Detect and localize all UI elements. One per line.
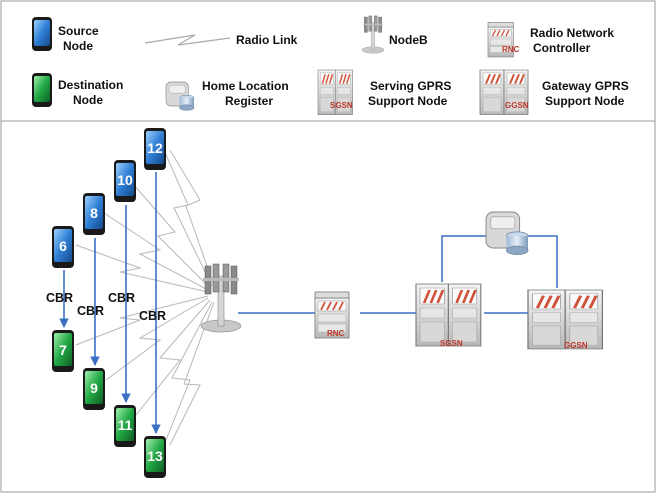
topology-panel: CBR CBR CBR CBR 6 8 10 12 7	[0, 120, 656, 493]
rnc-device-icon[interactable]: RNC	[314, 291, 350, 339]
legend-sgsn-line1: Serving GPRS	[370, 79, 451, 93]
cbr-flows	[59, 172, 161, 434]
sgsn-device-icon[interactable]	[414, 282, 483, 348]
destination-phone-9-number: 9	[90, 380, 98, 396]
legend-ggsn-line2: Support Node	[545, 94, 625, 108]
legend-radio-link-label: Radio Link	[236, 33, 298, 47]
legend-rnc-tag: RNC	[502, 45, 520, 54]
radio-link-13b	[169, 301, 215, 446]
destination-phone-7[interactable]: 7	[52, 330, 74, 372]
source-phone-12[interactable]: 12	[144, 128, 166, 170]
destination-phone-13-number: 13	[147, 448, 163, 464]
link-sgsn-hlr	[441, 235, 486, 282]
source-phone-10-number: 10	[117, 172, 133, 188]
source-phone-8-number: 8	[90, 205, 98, 221]
legend-destination-line1: Destination	[58, 78, 123, 92]
legend-rnc-line2: Controller	[533, 41, 591, 55]
source-phone-10[interactable]: 10	[114, 160, 136, 202]
radio-link-6	[75, 244, 209, 293]
rnc-device-tag: RNC	[327, 329, 345, 338]
radio-links	[75, 149, 215, 446]
legend-sgsn-line2: Support Node	[368, 94, 448, 108]
cbr-label-10-11: CBR	[108, 291, 135, 305]
link-hlr-ggsn	[526, 235, 558, 288]
radio-link-10	[133, 184, 211, 289]
source-phone-6-number: 6	[59, 238, 67, 254]
radio-link-11	[135, 299, 211, 416]
sgsn-device-tag: SGSN	[440, 339, 463, 348]
legend-ggsn-tag: GGSN	[505, 101, 529, 110]
legend-hlr-line1: Home Location	[202, 79, 289, 93]
legend-source-line2: Node	[63, 39, 93, 53]
legend-sgsn-tag: SGSN	[330, 101, 353, 110]
legend-ggsn-label: Gateway GPRS Support Node	[542, 79, 632, 108]
legend-rnc-label: Radio Network Controller	[530, 26, 617, 55]
cbr-label-6-7: CBR	[46, 291, 73, 305]
destination-phone-11[interactable]: 11	[114, 405, 136, 447]
legend-destination-phone-icon	[32, 73, 52, 107]
legend-destination-line2: Node	[73, 93, 103, 107]
radio-link-9	[105, 297, 209, 381]
destination-phone-9[interactable]: 9	[83, 368, 105, 410]
legend-nodeb-label: NodeB	[389, 33, 428, 47]
legend-sgsn-label: Serving GPRS Support Node	[368, 79, 455, 108]
legend-hlr-line2: Register	[225, 94, 273, 108]
legend-radio-link-icon	[144, 34, 231, 46]
legend-destination-label: Destination Node	[58, 78, 127, 107]
legend-ggsn-line1: Gateway GPRS	[542, 79, 629, 93]
radio-link-8	[103, 212, 209, 291]
radio-link-12b	[169, 149, 215, 287]
ggsn-device-tag: GGSN	[564, 341, 588, 350]
legend-rnc-line1: Radio Network	[530, 26, 614, 40]
legend-source-label: Source Node	[58, 24, 102, 53]
legend-panel: Source Node Radio Link NodeB RNC Radio N…	[0, 0, 656, 122]
destination-phone-11-number: 11	[118, 417, 133, 433]
legend-source-line1: Source	[58, 24, 99, 38]
cbr-label-8-9: CBR	[77, 304, 104, 318]
source-phone-12-number: 12	[147, 140, 163, 156]
destination-phone-7-number: 7	[59, 342, 67, 358]
cbr-label-12-13: CBR	[139, 309, 166, 323]
radio-link-12	[163, 149, 213, 287]
legend-source-phone-icon	[32, 17, 52, 51]
source-phone-6[interactable]: 6	[52, 226, 74, 268]
radio-link-7	[75, 295, 209, 346]
radio-link-13	[163, 301, 213, 446]
wired-links	[238, 235, 558, 314]
destination-phone-13[interactable]: 13	[144, 436, 166, 478]
source-phone-8[interactable]: 8	[83, 193, 105, 235]
legend-hlr-label: Home Location Register	[202, 79, 292, 108]
